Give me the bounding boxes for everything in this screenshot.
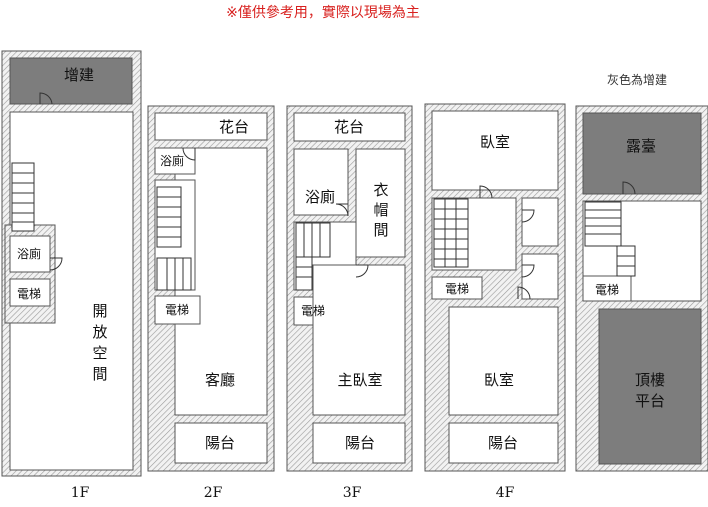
label-living-2f: 客廳 [205,371,235,389]
label-roof-platform-1: 頂樓 [635,371,665,389]
room-balcony-2f [174,422,268,464]
label-closet-3f-2: 帽 [373,201,388,219]
room-terrace-roof [582,112,702,195]
stairs-3f [295,222,331,291]
label-open-space-1f-3: 空 [92,344,107,362]
room-garden-3f [293,112,406,142]
label-bedroom-top-4f: 臥室 [480,133,510,151]
label-garden-2f: 花台 [219,118,249,136]
legend-grey-extension: 灰色為增建 [607,73,667,87]
room-elevator-roof [582,275,632,302]
room-extension-1f [9,57,133,105]
label-closet-3f-1: 衣 [373,181,388,199]
label-open-space-1f-2: 放 [92,323,107,341]
label-garden-3f: 花台 [334,118,364,136]
room-elevator-2f [154,295,201,325]
label-elevator-2f: 電梯 [165,303,189,317]
room-bath-1f [9,235,51,273]
label-open-space-1f-4: 間 [92,365,107,383]
label-elevator-1f: 電梯 [17,287,41,301]
label-bath-1f: 浴廁 [17,246,41,261]
stairs-2f [156,186,192,291]
room-bath-2f [154,147,196,175]
stairs-1f [11,162,35,232]
label-bath-2f: 浴廁 [160,153,184,168]
room-bedroom-top-4f [431,110,559,191]
floor-label-4f: 4F [496,485,515,501]
label-master-3f: 主臥室 [337,371,382,389]
label-extension-1f: 增建 [64,66,94,84]
label-open-space-1f-1: 開 [92,302,107,320]
disclaimer-notice: ※僅供參考用，實際以現場為主 [226,4,420,21]
room-balcony-4f [448,422,559,464]
label-elevator-roof: 電梯 [595,283,619,297]
room-elevator-4f [431,276,483,300]
label-balcony-2f: 陽台 [205,434,235,452]
label-terrace-roof: 露臺 [626,137,656,155]
label-elevator-3f: 電梯 [301,304,325,318]
room-bedroom-4f [448,306,559,416]
floor-3f: 花台 浴廁 衣 帽 間 電梯 主臥室 陽台 3F [286,105,413,501]
floor-2f: 花台 浴廁 電梯 客廳 陽台 2F [147,105,275,501]
floor-1f: 增建 浴廁 電梯 開 放 空 間 1F [1,50,142,501]
floor-4f: 臥室 電梯 臥室 陽台 4F [424,103,566,501]
floor-label-3f: 3F [343,485,362,501]
label-balcony-3f: 陽台 [345,434,375,452]
floor-label-1f: 1F [71,485,90,501]
room-closet-3f [355,148,406,258]
room-elevator-1f [9,278,51,307]
label-balcony-4f: 陽台 [488,434,518,452]
stairs-4f [433,198,469,268]
room-garden-2f [154,112,268,141]
label-bath-3f: 浴廁 [305,188,335,206]
label-elevator-4f: 電梯 [445,282,469,296]
label-closet-3f-3: 間 [373,221,388,239]
room-balcony-3f [312,422,406,464]
label-bedroom-4f: 臥室 [484,371,514,389]
room-roof-platform [598,308,702,465]
floor-label-2f: 2F [204,485,223,501]
floor-roof: 露臺 電梯 頂樓 平台 [575,105,708,472]
stairs-roof [584,201,636,277]
label-roof-platform-2: 平台 [635,392,665,410]
